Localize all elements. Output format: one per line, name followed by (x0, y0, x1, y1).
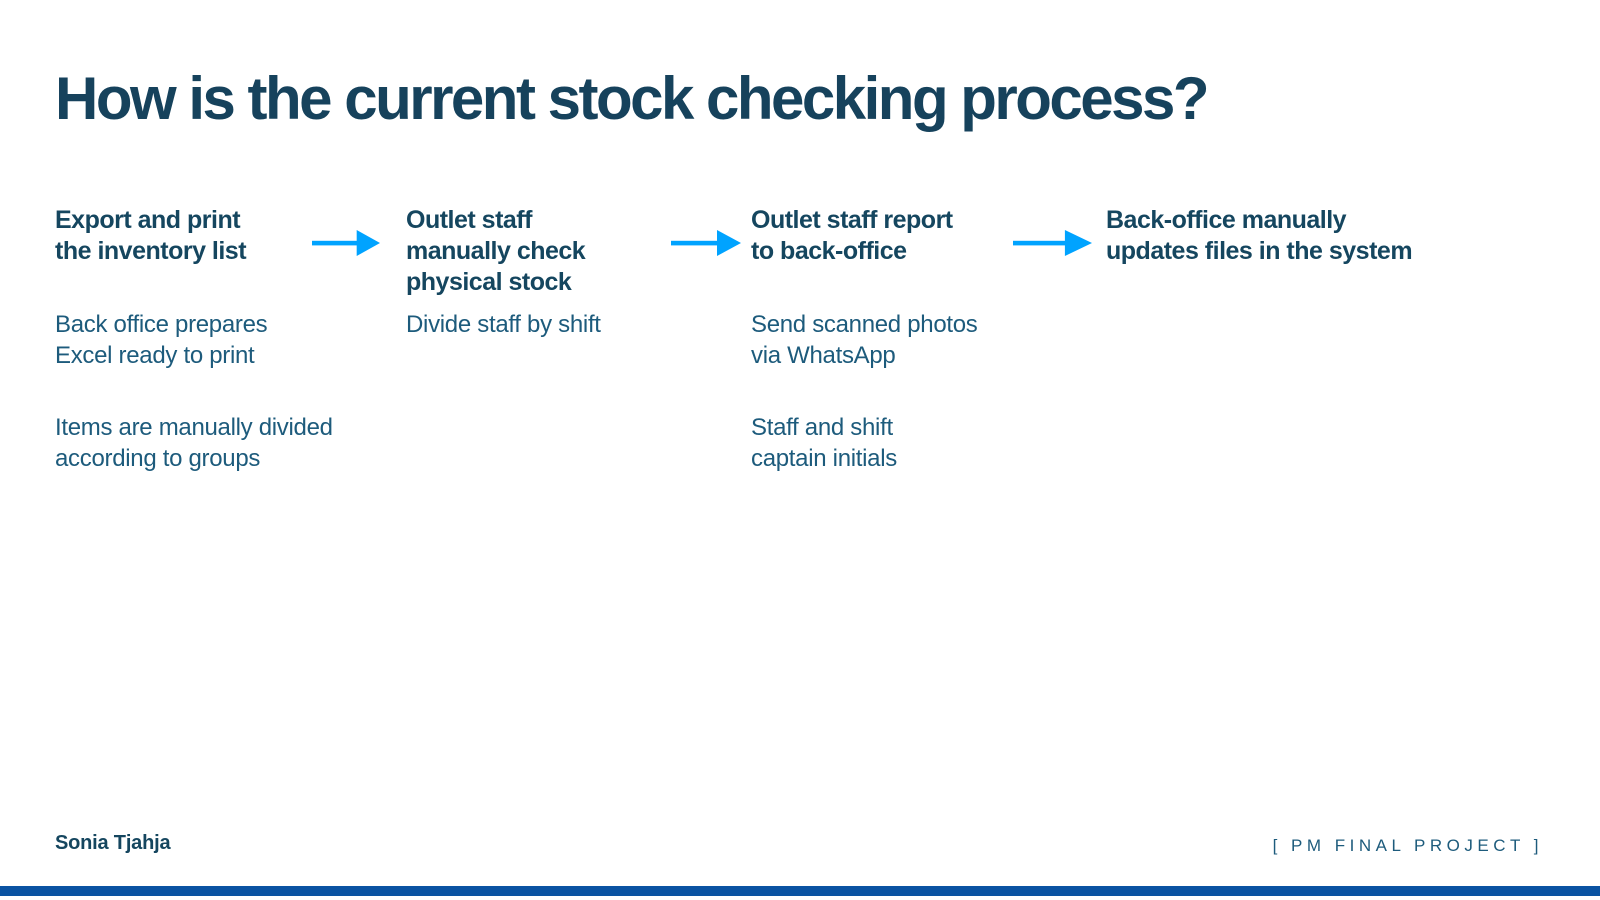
slide-title: How is the current stock checking proces… (55, 65, 1210, 132)
step-1-heading: Export and print the inventory list (55, 206, 247, 265)
bottom-accent-bar (0, 886, 1600, 896)
step-3-note-2: Staff and shift captain initials (751, 414, 897, 472)
step-2-note-1: Divide staff by shift (406, 311, 601, 338)
flow-arrow-icon (671, 230, 741, 256)
step-3-heading: Outlet staff report to back-office (751, 206, 953, 265)
step-1-note-1: Back office prepares Excel ready to prin… (55, 311, 268, 369)
footer-project-tag: [ PM FINAL PROJECT ] (1272, 836, 1543, 855)
flow-arrow-icon (1013, 230, 1092, 256)
step-3-note-1: Send scanned photos via WhatsApp (751, 311, 978, 369)
flow-arrow-icon (312, 230, 380, 256)
footer-author: Sonia Tjahja (55, 832, 171, 854)
step-4-heading: Back-office manually updates files in th… (1106, 206, 1413, 265)
step-1-note-2: Items are manually divided according to … (55, 414, 333, 472)
step-2-heading: Outlet staff manually check physical sto… (406, 206, 586, 296)
